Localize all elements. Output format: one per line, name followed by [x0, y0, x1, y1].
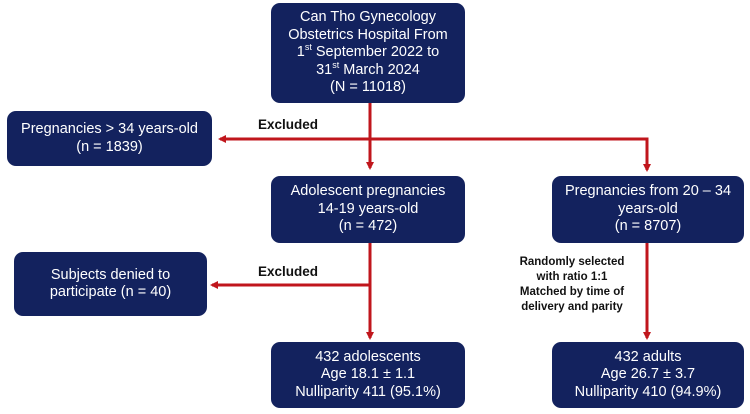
- adult-final-line-2: Age 26.7 ± 3.7: [600, 366, 696, 383]
- matching-line-3: Matched by time of: [519, 286, 625, 298]
- adolescent-final-box: 432 adolescents Age 18.1 ± 1.1 Nullipari…: [271, 342, 465, 408]
- matching-line-4: delivery and parity: [521, 301, 623, 313]
- adult-pool-box: Pregnancies from 20 – 34 years-old (n = …: [552, 176, 744, 243]
- excluded-label-top: Excluded: [258, 117, 319, 132]
- denied-subjects-box: Subjects denied to participate (n = 40): [14, 252, 207, 316]
- source-line-4: 31st March 2024: [316, 59, 420, 78]
- source-line-3: 1st September 2022 to: [296, 42, 440, 61]
- adult-final-line-3: Nulliparity 410 (94.9%): [574, 383, 722, 400]
- adolescent-pregnancies-box: Adolescent pregnancies 14-19 years-old (…: [271, 176, 465, 243]
- matching-note: Randomly selected with ratio 1:1 Matched…: [502, 255, 642, 315]
- source-line-5: (N = 11018): [330, 79, 406, 96]
- arrow-to-adult-pool: [370, 137, 651, 172]
- denied-line-2: participate (n = 40): [49, 284, 172, 300]
- source-line-2: Obstetrics Hospital From: [288, 26, 448, 43]
- matching-line-1: Randomly selected: [519, 256, 625, 268]
- adolescent-final-line-3: Nulliparity 411 (95.1%): [295, 383, 441, 400]
- matching-line-2: with ratio 1:1: [536, 271, 608, 283]
- adolescent-final-line-1: 432 adolescents: [315, 348, 421, 365]
- adolescent-final-line-2: Age 18.1 ± 1.1: [320, 366, 416, 383]
- adolescent-line-1: Adolescent pregnancies: [290, 183, 446, 200]
- adult-pool-line-2: years-old: [618, 200, 678, 217]
- adolescent-line-3: (n = 472): [338, 218, 398, 235]
- excluded-age-box: Pregnancies > 34 years-old (n = 1839): [7, 111, 212, 166]
- adult-final-box: 432 adults Age 26.7 ± 3.7 Nulliparity 41…: [552, 342, 744, 408]
- excluded-age-line-1: Pregnancies > 34 years-old: [21, 121, 198, 137]
- adult-pool-line-3: (n = 8707): [614, 218, 682, 235]
- adolescent-line-2: 14-19 years-old: [317, 200, 419, 217]
- source-line-1: Can Tho Gynecology: [300, 9, 436, 26]
- excluded-label-bottom: Excluded: [258, 264, 319, 279]
- source-population-box: Can Tho Gynecology Obstetrics Hospital F…: [271, 3, 465, 103]
- adult-pool-line-1: Pregnancies from 20 – 34: [564, 183, 732, 200]
- denied-line-1: Subjects denied to: [50, 266, 171, 283]
- adult-final-line-1: 432 adults: [614, 348, 682, 365]
- excluded-age-line-2: (n = 1839): [76, 138, 143, 155]
